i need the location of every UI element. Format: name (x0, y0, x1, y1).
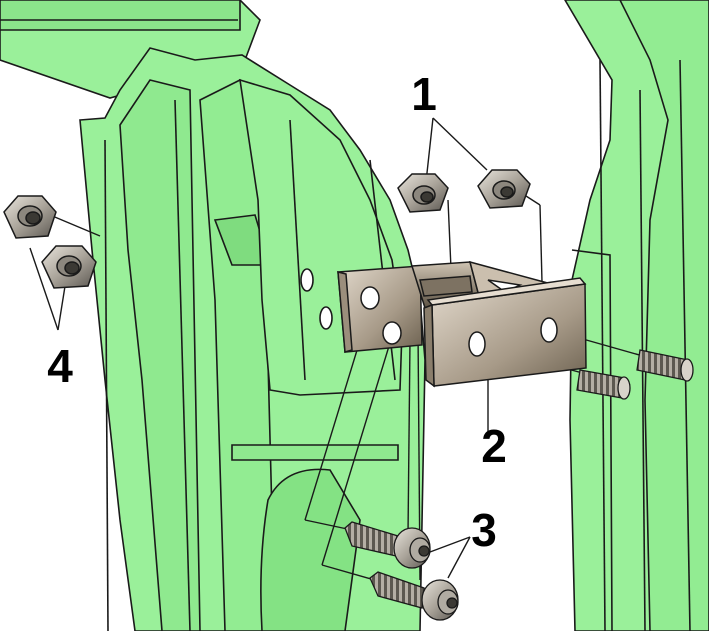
door-panel (564, 0, 709, 631)
hinge-hole (468, 331, 486, 357)
bolt (344, 521, 431, 569)
hinge-hole (540, 317, 558, 343)
stud (576, 369, 631, 400)
bolt (369, 571, 459, 621)
nut (477, 169, 531, 209)
callout-2: 2 (481, 420, 507, 472)
nut (397, 173, 449, 213)
hinge-hole (382, 321, 402, 345)
callout-4: 4 (47, 340, 73, 392)
nut (41, 245, 97, 289)
door-pillar (79, 47, 426, 631)
hinge-assembly (337, 260, 587, 388)
callout-1: 1 (411, 68, 437, 120)
hinge-hole (360, 286, 380, 310)
stud (636, 349, 694, 382)
nut (3, 195, 57, 239)
callout-3: 3 (471, 504, 497, 556)
